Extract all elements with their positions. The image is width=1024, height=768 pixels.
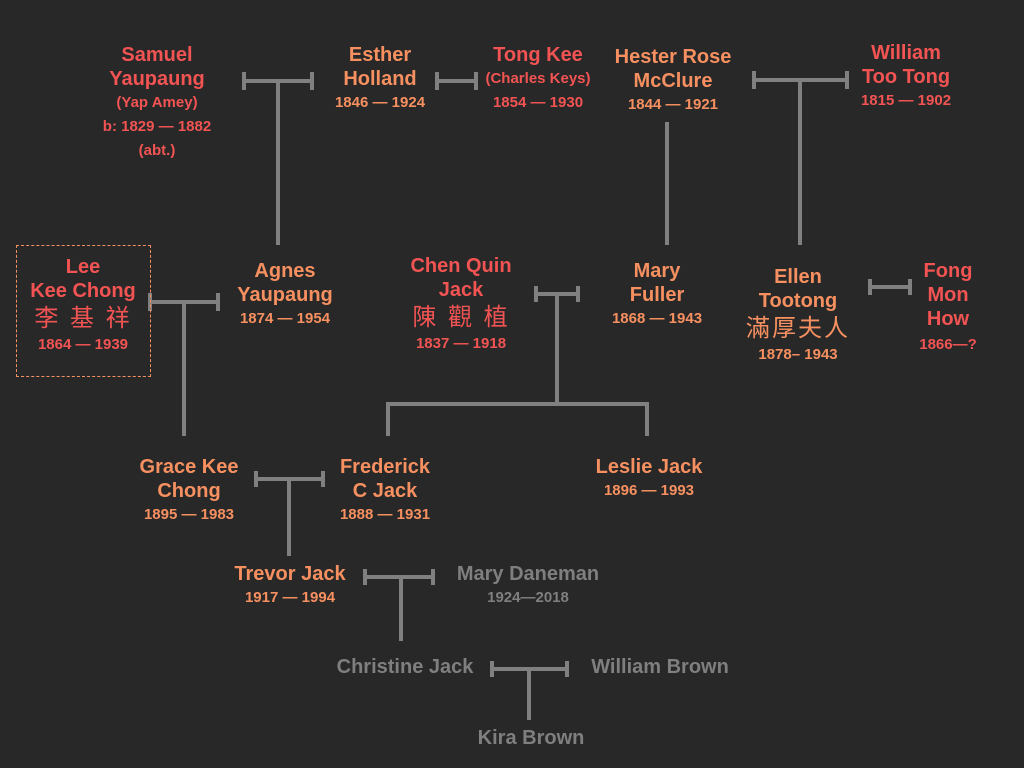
- person-lee-kee-chong[interactable]: Lee Kee Chong 李 基 祥 1864 — 1939: [30, 255, 136, 357]
- person-fong-mon-how[interactable]: Fong Mon How 1866—?: [919, 259, 977, 357]
- person-frederick-c-jack[interactable]: Frederick C Jack 1888 — 1931: [340, 455, 430, 527]
- person-dates: 1837 — 1918: [415, 335, 507, 352]
- person-dates: 1917 — 1994: [244, 589, 336, 606]
- person-tong-kee[interactable]: Tong Kee (Charles Keys) 1854 — 1930: [485, 43, 590, 115]
- person-name: Jack: [438, 279, 484, 301]
- person-leslie-jack[interactable]: Leslie Jack 1896 — 1993: [596, 455, 703, 503]
- person-name: Yaupaung: [237, 284, 333, 306]
- person-dates: b: 1829 — 1882: [102, 118, 212, 135]
- person-name: Chen Quin: [410, 255, 512, 277]
- person-name: Holland: [343, 68, 417, 90]
- person-name: Agnes: [254, 260, 316, 282]
- person-note: (abt.): [138, 142, 176, 159]
- person-name: Fong: [923, 260, 973, 282]
- person-name: C Jack: [352, 480, 418, 502]
- person-dates: 1846 — 1924: [334, 94, 426, 111]
- person-trevor-jack[interactable]: Trevor Jack 1917 — 1994: [234, 562, 345, 610]
- person-name: Chong: [157, 480, 221, 502]
- person-chinese-name: 陳 觀 植: [412, 303, 510, 331]
- person-dates: 1815 — 1902: [860, 92, 952, 109]
- person-mary-daneman[interactable]: Mary Daneman 1924—2018: [457, 562, 599, 610]
- person-dates: 1868 — 1943: [611, 310, 703, 327]
- person-dates: 1878– 1943: [758, 346, 838, 363]
- person-name: Lee: [65, 256, 101, 278]
- person-chinese-name: 李 基 祥: [34, 304, 132, 332]
- person-name: Tong Kee: [493, 44, 583, 66]
- person-william-too-tong[interactable]: William Too Tong 1815 — 1902: [861, 41, 951, 113]
- person-alias: (Charles Keys): [485, 70, 591, 87]
- person-christine-jack[interactable]: Christine Jack: [337, 655, 474, 679]
- person-name: Christine Jack: [336, 656, 474, 678]
- person-kira-brown[interactable]: Kira Brown: [478, 726, 585, 750]
- person-name: Kee Chong: [30, 280, 136, 302]
- person-name: Mon: [927, 284, 969, 306]
- person-chen-quin-jack[interactable]: Chen Quin Jack 陳 觀 植 1837 — 1918: [410, 254, 511, 356]
- person-dates: 1864 — 1939: [37, 336, 129, 353]
- person-dates: 1888 — 1931: [339, 506, 431, 523]
- person-name: Mary Daneman: [456, 563, 600, 585]
- person-dates: 1866—?: [919, 336, 977, 353]
- person-name: McClure: [633, 70, 713, 92]
- person-agnes-yaupaung[interactable]: Agnes Yaupaung 1874 — 1954: [237, 259, 333, 331]
- highlight-box-lee-kee-chong: [16, 245, 151, 377]
- person-name: Fuller: [629, 284, 685, 306]
- person-name: How: [926, 308, 970, 330]
- person-name: Trevor Jack: [234, 563, 346, 585]
- person-dates: 1844 — 1921: [627, 96, 719, 113]
- person-name: Leslie Jack: [595, 456, 703, 478]
- person-name: Kira Brown: [477, 727, 585, 749]
- person-name: Too Tong: [861, 66, 951, 88]
- person-name: Yaupaung: [109, 68, 205, 90]
- person-name: Mary: [633, 260, 681, 282]
- person-name: Frederick: [339, 456, 431, 478]
- person-dates: 1874 — 1954: [239, 310, 331, 327]
- person-grace-kee-chong[interactable]: Grace Kee Chong 1895 — 1983: [140, 455, 239, 527]
- person-name: William Brown: [591, 656, 729, 678]
- person-name: Tootong: [758, 290, 838, 312]
- person-name: William: [871, 42, 941, 64]
- person-ellen-tootong[interactable]: Ellen Tootong 滿厚夫人 1878– 1943: [746, 265, 850, 367]
- person-name: Grace Kee: [139, 456, 239, 478]
- person-esther-holland[interactable]: Esther Holland 1846 — 1924: [335, 43, 425, 115]
- person-mary-fuller[interactable]: Mary Fuller 1868 — 1943: [612, 259, 702, 331]
- person-dates: 1896 — 1993: [603, 482, 695, 499]
- person-hester-rose-mcclure[interactable]: Hester Rose McClure 1844 — 1921: [615, 45, 732, 117]
- person-name: Hester Rose: [614, 46, 732, 68]
- person-name: Esther: [348, 44, 412, 66]
- person-name: Samuel: [121, 44, 193, 66]
- person-dates: 1924—2018: [487, 589, 569, 606]
- person-chinese-name: 滿厚夫人: [746, 314, 850, 342]
- person-william-brown[interactable]: William Brown: [591, 655, 729, 679]
- person-dates: 1854 — 1930: [492, 94, 584, 111]
- person-name: Ellen: [774, 266, 822, 288]
- person-dates: 1895 — 1983: [143, 506, 235, 523]
- person-alias: (Yap Amey): [116, 94, 198, 111]
- person-samuel-yaupaung[interactable]: Samuel Yaupaung (Yap Amey) b: 1829 — 188…: [103, 43, 211, 163]
